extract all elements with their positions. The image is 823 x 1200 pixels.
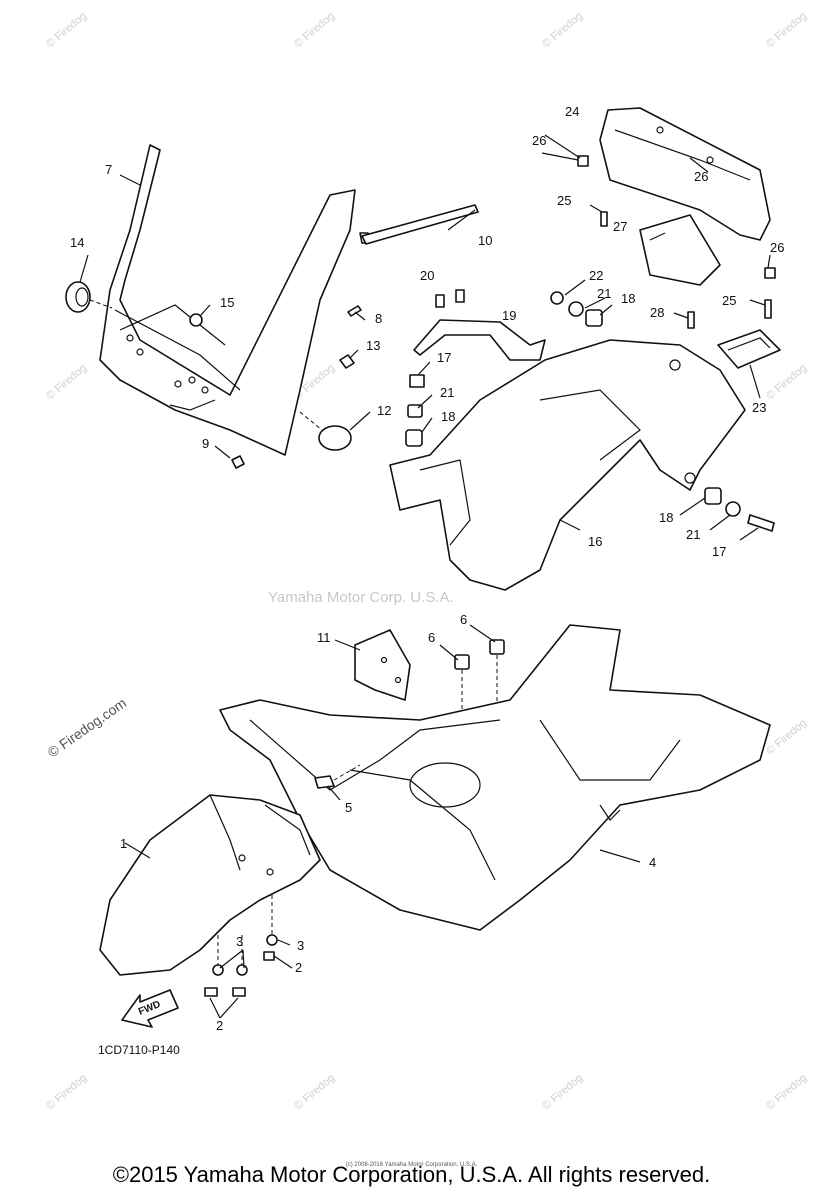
callout-17: 17 [712, 544, 726, 559]
watermark-corner: © Firedog [44, 10, 89, 50]
watermark-corner: © Firedog [292, 10, 337, 50]
callout-26: 26 [770, 240, 784, 255]
diagram-code: 1CD7110-P140 [98, 1043, 180, 1057]
small-copyright: (c) 2008-2016 Yamaha Motor Corporation, … [345, 1162, 478, 1168]
part-reflector-left [65, 281, 113, 313]
fwd-arrow: FWD [121, 989, 179, 1028]
callout-18: 18 [659, 510, 673, 525]
callout-26: 26 [694, 169, 708, 184]
callout-21: 21 [686, 527, 700, 542]
part-front-fender [99, 794, 321, 976]
callouts: 1 2 2 3 3 4 5 6 6 7 8 9 10 11 12 13 14 1… [70, 104, 784, 1033]
callout-2: 2 [216, 1018, 223, 1033]
part-grommet [717, 329, 781, 369]
callout-6: 6 [428, 630, 435, 645]
callout-5: 5 [345, 800, 352, 815]
watermark-corner: © Firedog [764, 717, 809, 757]
callout-18: 18 [621, 291, 635, 306]
callout-10: 10 [478, 233, 492, 248]
callout-27: 27 [613, 219, 627, 234]
watermark-corner: © Firedog [540, 10, 585, 50]
part-inner-panel [389, 339, 746, 591]
watermark-corner: © Firedog [764, 10, 809, 50]
watermark-corner: © Firedog [44, 1072, 89, 1112]
callout-1: 1 [120, 836, 127, 851]
part-reflector-right [299, 411, 352, 451]
callout-25: 25 [557, 193, 571, 208]
copyright-notice: ©2015 Yamaha Motor Corporation, U.S.A. A… [112, 1162, 711, 1187]
watermark-corner: © Firedog [540, 1072, 585, 1112]
part-bracket [413, 319, 546, 361]
callout-20: 20 [420, 268, 434, 283]
callout-2: 2 [295, 960, 302, 975]
callout-21: 21 [597, 286, 611, 301]
part-bracket-small [354, 629, 411, 701]
part-front-cover [99, 144, 356, 456]
part-rear-cover [599, 107, 771, 241]
watermark-corner: © Firedog [764, 1072, 809, 1112]
callout-9: 9 [202, 436, 209, 451]
part-cable-tie [361, 204, 479, 245]
callout-15: 15 [220, 295, 234, 310]
watermark-center: Yamaha Motor Corp. U.S.A. [268, 589, 454, 606]
part-under-cover [219, 624, 771, 931]
callout-3: 3 [297, 938, 304, 953]
part-nuts [454, 639, 505, 720]
callout-3: 3 [236, 934, 243, 949]
watermark-corner: © Firedog [764, 362, 809, 402]
watermark-corner: © Firedog [292, 1072, 337, 1112]
callout-23: 23 [752, 400, 766, 415]
callout-28: 28 [650, 305, 664, 320]
callout-21: 21 [440, 385, 454, 400]
watermark-side: © Firedog.com [45, 695, 130, 761]
watermark-corner: © Firedog [44, 362, 89, 402]
callout-26: 26 [532, 133, 546, 148]
callout-6: 6 [460, 612, 467, 627]
callout-24: 24 [565, 104, 579, 119]
callout-18: 18 [441, 409, 455, 424]
callout-16: 16 [588, 534, 602, 549]
part-plate [639, 214, 721, 286]
callout-25: 25 [722, 293, 736, 308]
callout-22: 22 [589, 268, 603, 283]
callout-12: 12 [377, 403, 391, 418]
callout-4: 4 [649, 855, 656, 870]
callout-8: 8 [375, 311, 382, 326]
leader-lines [79, 134, 771, 1019]
part-bolt [314, 764, 361, 789]
callout-14: 14 [70, 235, 84, 250]
callout-13: 13 [366, 338, 380, 353]
callout-11: 11 [317, 630, 331, 645]
part-screws [204, 895, 278, 997]
callout-19: 19 [502, 308, 516, 323]
callout-7: 7 [105, 162, 112, 177]
callout-17: 17 [437, 350, 451, 365]
